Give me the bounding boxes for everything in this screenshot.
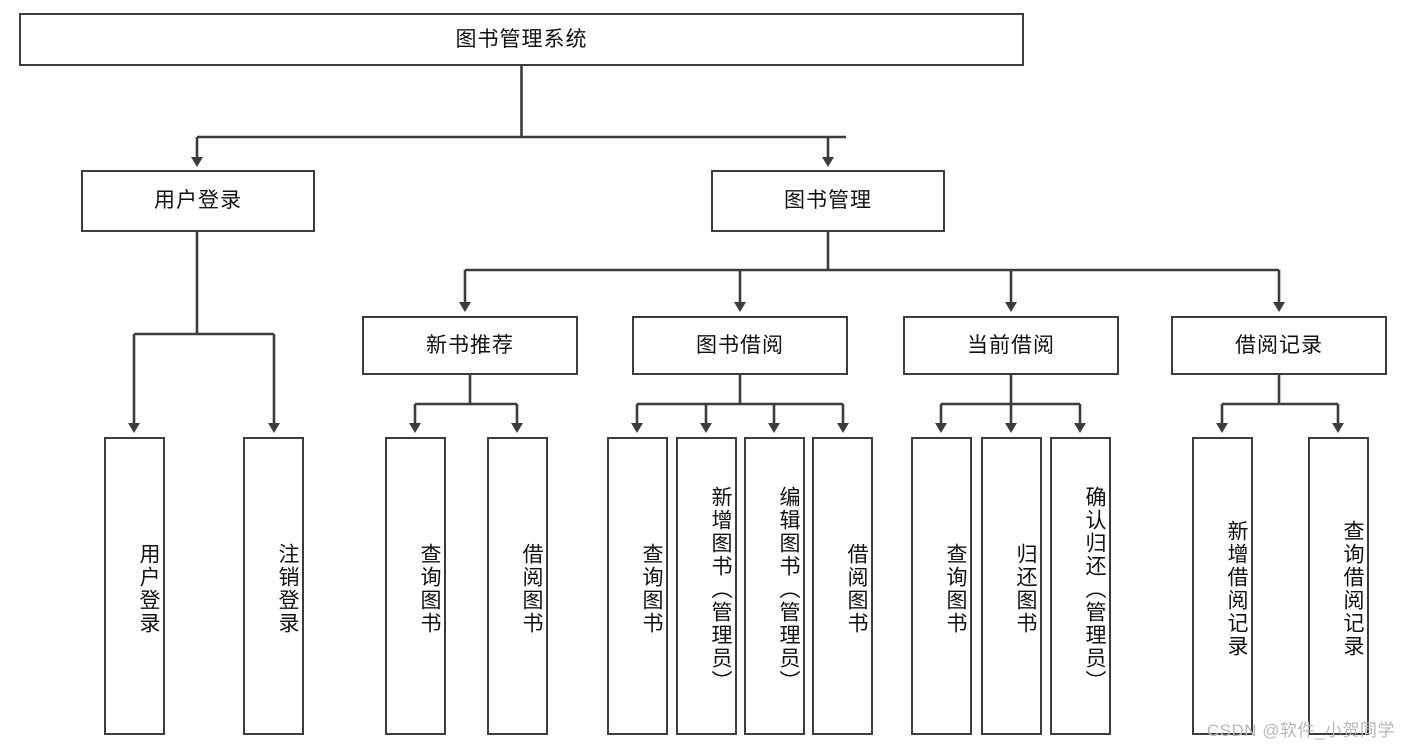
leaf-current-borrow-query[interactable]: 查询图书 [911, 437, 972, 735]
node-label: 查询借阅记录 [1341, 520, 1364, 658]
node-label: 用户登录 [154, 189, 242, 213]
node-label: 归还图书 [1014, 543, 1037, 635]
node-borrow-record[interactable]: 借阅记录 [1171, 316, 1387, 375]
node-label: 新增图书（管理员） [709, 485, 732, 693]
node-label: 用户登录 [137, 543, 160, 635]
node-label: 借阅图书 [520, 543, 543, 635]
leaf-new-book-borrow[interactable]: 借阅图书 [487, 437, 548, 735]
leaf-book-borrow-borrow[interactable]: 借阅图书 [812, 437, 873, 735]
node-label: 图书管理 [784, 189, 872, 213]
leaf-current-borrow-confirm-return[interactable]: 确认归还（管理员） [1050, 437, 1111, 735]
node-root-system[interactable]: 图书管理系统 [19, 13, 1024, 66]
leaf-current-borrow-return[interactable]: 归还图书 [981, 437, 1042, 735]
node-new-book-recommend[interactable]: 新书推荐 [362, 316, 578, 375]
node-label: 借阅图书 [845, 543, 868, 635]
watermark-text: CSDN @软件_小贺同学 [1206, 721, 1395, 740]
node-label: 新书推荐 [426, 333, 514, 357]
leaf-book-borrow-edit[interactable]: 编辑图书（管理员） [744, 437, 805, 735]
node-label: 查询图书 [944, 543, 967, 635]
node-label: 借阅记录 [1235, 333, 1323, 357]
leaf-borrow-record-add[interactable]: 新增借阅记录 [1192, 437, 1253, 735]
node-label: 查询图书 [640, 543, 663, 635]
node-label: 查询图书 [418, 543, 441, 635]
node-label: 新增借阅记录 [1225, 520, 1248, 658]
leaf-book-borrow-add[interactable]: 新增图书（管理员） [676, 437, 737, 735]
node-user-login[interactable]: 用户登录 [81, 170, 315, 232]
node-label: 注销登录 [276, 543, 299, 635]
node-book-management[interactable]: 图书管理 [711, 170, 945, 232]
leaf-user-login-logout[interactable]: 注销登录 [243, 437, 304, 735]
node-label: 确认归还（管理员） [1083, 485, 1106, 693]
node-book-borrow[interactable]: 图书借阅 [632, 316, 848, 375]
node-label: 当前借阅 [967, 333, 1055, 357]
leaf-book-borrow-query[interactable]: 查询图书 [607, 437, 668, 735]
node-current-borrow[interactable]: 当前借阅 [903, 316, 1119, 375]
node-label: 图书借阅 [696, 333, 784, 357]
leaf-borrow-record-query[interactable]: 查询借阅记录 [1308, 437, 1369, 735]
node-label: 图书管理系统 [455, 27, 588, 51]
leaf-user-login-login[interactable]: 用户登录 [104, 437, 165, 735]
node-label: 编辑图书（管理员） [777, 485, 800, 693]
leaf-new-book-query[interactable]: 查询图书 [385, 437, 446, 735]
